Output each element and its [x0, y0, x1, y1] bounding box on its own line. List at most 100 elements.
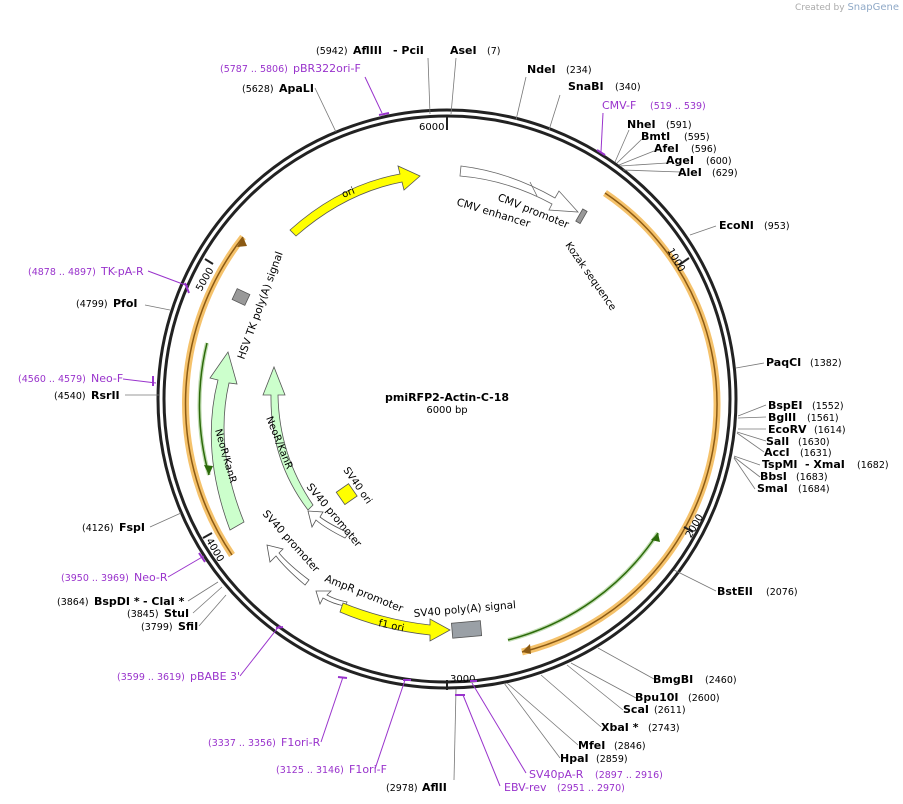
- enzyme-ageI[interactable]: AgeI: [666, 154, 694, 167]
- tick-label-6000: 6000: [419, 122, 444, 133]
- enzyme-salI[interactable]: SalI: [766, 435, 789, 448]
- primer-neo-f[interactable]: Neo-F: [91, 372, 123, 385]
- enzyme-pos-sfiI: (3799): [141, 622, 173, 633]
- enzyme-rsrII[interactable]: RsrII: [91, 389, 120, 402]
- enzyme-pos-afeI: (596): [691, 144, 717, 155]
- feature-label-hsv-tk: HSV TK poly(A) signal: [236, 250, 286, 361]
- watermark-brand: SnapGene: [847, 2, 899, 13]
- enzyme-bbsI[interactable]: BbsI: [760, 470, 787, 483]
- enzyme-pos-ecoNI: (953): [764, 221, 790, 232]
- feature-label-f1-ori: f1 ori: [377, 618, 405, 634]
- enzyme-ecoNI[interactable]: EcoNI: [719, 219, 754, 232]
- enzyme-pos-snaBI: (340): [615, 82, 641, 93]
- orf-arrow-left: [237, 237, 247, 247]
- feature-f1-ori[interactable]: f1 ori: [339, 602, 451, 642]
- enzyme-pos-bglII: (1561): [807, 413, 839, 424]
- enzyme-ecoRV[interactable]: EcoRV: [768, 423, 807, 436]
- enzyme-tspMI[interactable]: TspMI: [762, 458, 798, 471]
- enzyme-pciI[interactable]: - PciI: [393, 44, 424, 57]
- enzyme-pos-bbsI: (1683): [796, 472, 828, 483]
- green-line-right-core: [507, 532, 659, 641]
- enzyme-pos-rsrII: (4540): [54, 391, 86, 402]
- feature-hsv-tk-polya[interactable]: HSV TK poly(A) signal: [231, 250, 286, 361]
- enzyme-stuI[interactable]: StuI: [164, 607, 189, 620]
- feature-label-sv40-polya: SV40 poly(A) signal: [413, 599, 516, 620]
- primer-range-pbr322ori-f: (5787 .. 5806): [220, 64, 288, 75]
- primer-neo-r[interactable]: Neo-R: [134, 571, 168, 584]
- primer-range-neo-r: (3950 .. 3969): [61, 573, 129, 584]
- enzyme-fspI[interactable]: FspI: [119, 521, 145, 534]
- enzyme-bmgBI[interactable]: BmgBI: [653, 673, 693, 686]
- primer-range-f1ori-r: (3337 .. 3356): [208, 738, 276, 749]
- enzyme-aflII[interactable]: AflII: [422, 781, 447, 794]
- primer-cmv-f[interactable]: CMV-F: [602, 99, 636, 112]
- primer-sv40pa-r[interactable]: SV40pA-R: [529, 768, 584, 781]
- enzyme-bmtI[interactable]: BmtI: [641, 130, 670, 143]
- feature-label-ori: ori: [340, 186, 356, 201]
- enzyme-ndeI[interactable]: NdeI: [527, 63, 556, 76]
- feature-ampr-promoter[interactable]: AmpR promoter: [315, 573, 405, 616]
- enzyme-aleI[interactable]: AleI: [678, 166, 702, 179]
- enzyme-pos-ecoRV: (1614): [814, 425, 846, 436]
- enzyme-smaI[interactable]: SmaI: [757, 482, 788, 495]
- enzyme-pos-smaI: (1684): [798, 484, 830, 495]
- enzyme-sfiI[interactable]: SfiI: [178, 620, 198, 633]
- enzyme-pos-bspEI: (1552): [812, 401, 844, 412]
- enzyme-xbaI[interactable]: XbaI *: [601, 721, 639, 734]
- enzyme-paqCI[interactable]: PaqCI: [766, 356, 801, 369]
- enzyme-pos-bmtI: (595): [684, 132, 710, 143]
- enzyme-hpaI[interactable]: HpaI: [560, 752, 589, 765]
- enzyme-pos-ndeI: (234): [566, 65, 592, 76]
- enzyme-bstEII[interactable]: BstEII: [717, 585, 753, 598]
- enzyme-pos-stuI: (3845): [127, 609, 159, 620]
- primer-pbr322ori-f[interactable]: pBR322ori-F: [293, 62, 361, 75]
- enzyme-xmaI[interactable]: - XmaI: [805, 458, 845, 471]
- primer-tk-pa-r[interactable]: TK-pA-R: [100, 265, 144, 278]
- primer-f1ori-r[interactable]: F1ori-R: [281, 736, 321, 749]
- enzyme-pos-aseI: (7): [487, 46, 500, 57]
- enzyme-snaBI[interactable]: SnaBI: [568, 80, 604, 93]
- feature-neor-kanr-outer[interactable]: NeoR/KanR: [209, 351, 245, 531]
- feature-cmv[interactable]: CMV enhancer CMV promoter: [455, 165, 579, 231]
- enzyme-pos-paqCI: (1382): [810, 358, 842, 369]
- primer-range-pbabe-3: (3599 .. 3619): [117, 672, 185, 683]
- enzyme-bpu10I[interactable]: Bpu10I: [635, 691, 679, 704]
- feature-ori[interactable]: ori: [289, 165, 421, 237]
- primer-leaders: [122, 76, 606, 787]
- enzyme-accI[interactable]: AccI: [764, 446, 790, 459]
- enzyme-bspEI[interactable]: BspEI: [768, 399, 802, 412]
- orf-highlight-right: [521, 190, 721, 656]
- enzyme-pos-salI: (1630): [798, 437, 830, 448]
- primer-range-ebv-rev: (2951 .. 2970): [557, 783, 625, 794]
- enzyme-apaLI[interactable]: ApaLI: [279, 82, 314, 95]
- enzyme-mfeI[interactable]: MfeI: [578, 739, 605, 752]
- enzyme-aseI[interactable]: AseI: [450, 44, 477, 57]
- primer-range-neo-f: (4560 .. 4579): [18, 374, 86, 385]
- enzyme-bglII[interactable]: BglII: [768, 411, 796, 424]
- enzyme-aflIII[interactable]: AflIII: [353, 44, 382, 57]
- enzyme-pos-scaI: (2611): [654, 705, 686, 716]
- enzyme-bspDI[interactable]: BspDI *: [94, 595, 140, 608]
- feature-label-kozak: Kozak sequence: [563, 240, 618, 312]
- primer-range-tk-pa-r: (4878 .. 4897): [28, 267, 96, 278]
- enzyme-claI[interactable]: - ClaI *: [143, 595, 185, 608]
- feature-sv40-ori[interactable]: SV40 ori: [335, 465, 374, 506]
- enzyme-pfoI[interactable]: PfoI: [113, 297, 138, 310]
- green-line-left-core: [198, 342, 210, 476]
- enzyme-afeI[interactable]: AfeI: [654, 142, 679, 155]
- enzyme-pos-hpaI: (2859): [596, 754, 628, 765]
- primer-pbabe-3[interactable]: pBABE 3': [190, 670, 240, 683]
- enzyme-pos-bspDI: (3864): [57, 597, 89, 608]
- orf-line-right: [521, 192, 718, 653]
- primer-f1ori-f[interactable]: F1ori-F: [349, 763, 387, 776]
- enzyme-labels: (5942) AflIII - PciI AseI (7) NdeI (234)…: [54, 44, 889, 794]
- enzyme-scaI[interactable]: ScaI: [623, 703, 649, 716]
- primer-range-sv40pa-r: (2897 .. 2916): [595, 770, 663, 781]
- feature-label-ampr-promoter: AmpR promoter: [323, 573, 405, 616]
- primer-labels: (5787 .. 5806) pBR322ori-F CMV-F (519 ..…: [18, 62, 706, 794]
- enzyme-nheI[interactable]: NheI: [627, 118, 656, 131]
- primer-ebv-rev[interactable]: EBV-rev: [504, 781, 547, 794]
- feature-kozak[interactable]: Kozak sequence: [563, 208, 618, 313]
- enzyme-pos-fspI: (4126): [82, 523, 114, 534]
